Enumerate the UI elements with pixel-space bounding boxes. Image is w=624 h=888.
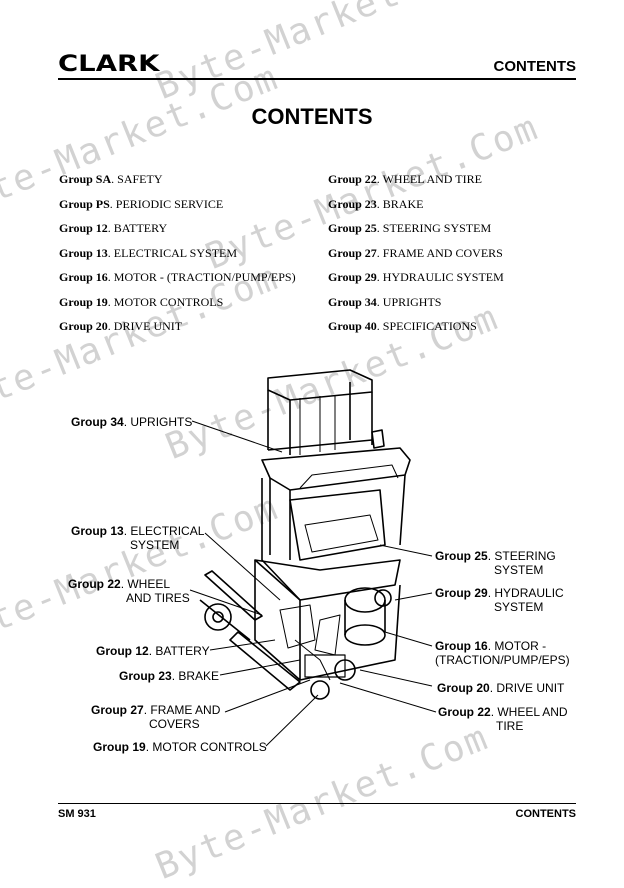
callout-steering: Group 25. STEERING SYSTEM [435, 549, 556, 577]
callout-motor-controls: Group 19. MOTOR CONTROLS [93, 740, 267, 754]
clark-logo: CLARK [58, 52, 160, 77]
callout-frame: Group 27. FRAME AND COVERS [91, 703, 221, 731]
toc-entry[interactable]: Group 40. SPECIFICATIONS [328, 319, 477, 333]
toc-entry[interactable]: Group 29. HYDRAULIC SYSTEM [328, 270, 504, 284]
callout-wheel-right: Group 22. WHEEL AND TIRE [438, 705, 568, 733]
callout-motor: Group 16. MOTOR - (TRACTION/PUMP/EPS) [435, 639, 570, 667]
toc-entry[interactable]: Group 19. MOTOR CONTROLS [59, 294, 224, 309]
toc-entry[interactable]: Group 12. BATTERY [59, 221, 168, 235]
callout-electrical: Group 13. ELECTRICAL SYSTEM [71, 524, 205, 552]
toc-entry[interactable]: Group PS. PERIODIC SERVICE [59, 196, 224, 211]
callout-hydraulic: Group 29. HYDRAULIC SYSTEM [435, 586, 564, 614]
footer-section-title: CONTENTS [515, 808, 577, 820]
callout-drive-unit: Group 20. DRIVE UNIT [437, 681, 565, 695]
toc-entry[interactable]: Group 34. UPRIGHTS [328, 294, 442, 309]
toc-entry[interactable]: Group 25. STEERING SYSTEM [328, 221, 492, 235]
toc-entry[interactable]: Group 13. ELECTRICAL SYSTEM [59, 245, 238, 260]
callout-wheel-left: Group 22. WHEEL AND TIRES [68, 577, 190, 605]
page-title: CONTENTS [251, 104, 373, 129]
toc-right-column: Group 22. WHEEL AND TIRE Group 23. BRAKE… [328, 172, 588, 344]
toc-left-column: Group SA. SAFETY Group PS. PERIODIC SERV… [59, 172, 319, 344]
callout-battery: Group 12. BATTERY [96, 644, 210, 658]
header-rule [58, 78, 576, 80]
toc-entry[interactable]: Group 20. DRIVE UNIT [59, 319, 183, 333]
header-section-title: CONTENTS [493, 58, 577, 75]
toc-entry[interactable]: Group 22. WHEEL AND TIRE [328, 172, 482, 186]
toc-entry[interactable]: Group 27. FRAME AND COVERS [328, 245, 503, 260]
callout-uprights: Group 34. UPRIGHTS [71, 415, 193, 429]
toc-entry[interactable]: Group 23. BRAKE [328, 196, 424, 211]
callout-brake: Group 23. BRAKE [119, 669, 220, 683]
toc-entry[interactable]: Group SA. SAFETY [59, 172, 163, 186]
footer-rule [58, 803, 576, 804]
footer-manual-code: SM 931 [58, 808, 96, 820]
toc-entry[interactable]: Group 16. MOTOR - (TRACTION/PUMP/EPS) [59, 270, 296, 284]
